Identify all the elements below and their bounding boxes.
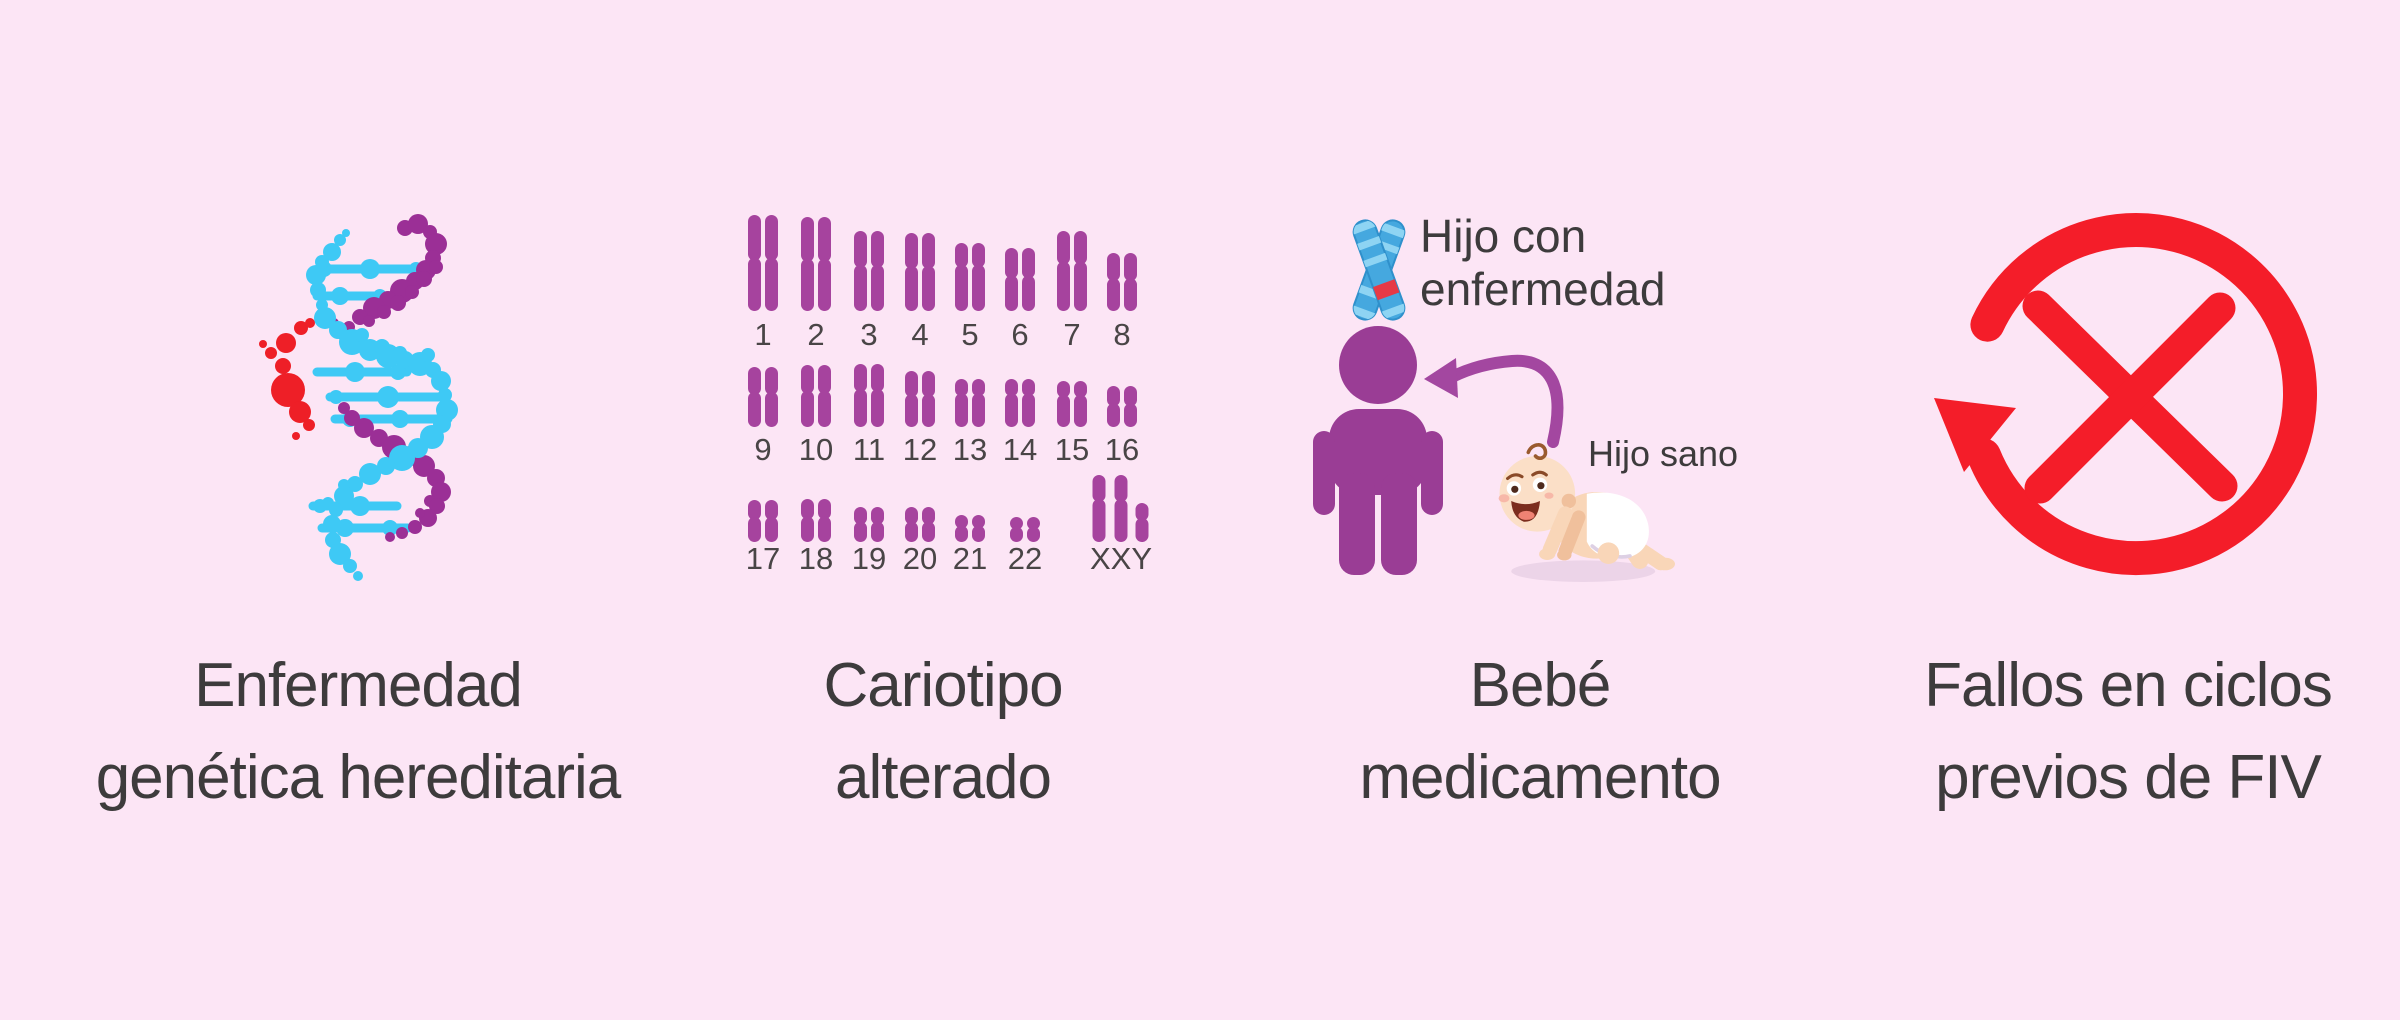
- chromosome-pair: [854, 231, 884, 311]
- chromosome-pair-label: 9: [754, 432, 771, 467]
- caption-line: genética hereditaria: [95, 743, 622, 812]
- failed-cycles-icon: [1934, 213, 2317, 576]
- chromosome-group-xxy: [1092, 475, 1149, 542]
- chromosome-pair: [1057, 381, 1087, 427]
- caption-line: Cariotipo: [823, 651, 1063, 720]
- dna-strand-cyan: [306, 229, 458, 581]
- cycle-arrow-arc: [1966, 213, 2317, 576]
- caption-line: Bebé: [1469, 651, 1612, 720]
- chromosome-pair: [1005, 248, 1035, 311]
- chromosome-pair-label: 7: [1063, 317, 1080, 352]
- caption-fallos-fiv: Fallos en ciclos previos de FIV: [1778, 640, 2400, 824]
- caption-bebe-medicamento: Bebé medicamento: [1190, 640, 1890, 824]
- chromosome-pair-label: 6: [1011, 317, 1028, 352]
- chromosome-pair-label: 14: [1003, 432, 1037, 467]
- chromosome-pair-label: 20: [903, 541, 937, 576]
- caption-line: alterado: [834, 743, 1052, 812]
- caption-line: Fallos en ciclos: [1924, 651, 2333, 720]
- label-line: enfermedad: [1420, 263, 1666, 315]
- chromosome-pair: [955, 379, 985, 427]
- chromosome-pair: [1057, 231, 1087, 311]
- dna-mutation-cluster: [259, 318, 315, 440]
- caption-line: Enfermedad: [194, 651, 523, 720]
- chromosome-pair-label: 19: [852, 541, 886, 576]
- chromosome-pair-label: 3: [860, 317, 877, 352]
- chromosome-pair-label: 22: [1008, 541, 1042, 576]
- chromosome-pair-label: 8: [1113, 317, 1130, 352]
- chromosome-pair-label: 10: [799, 432, 833, 467]
- chromosome-pair: [854, 507, 884, 542]
- chromosome-pair: [1107, 253, 1137, 311]
- healthy-baby-icon: [1498, 443, 1675, 582]
- cross-icon: [2022, 290, 2238, 504]
- affected-chromosome-icon: [1350, 218, 1407, 322]
- label-hijo-con-enfermedad: Hijo con enfermedad: [1420, 210, 1666, 316]
- chromosome-pair-label: 11: [853, 432, 885, 467]
- chromosome-pair: [854, 364, 884, 427]
- chromosome-pair: [801, 499, 831, 542]
- chromosome-pair-label: XXY: [1090, 541, 1152, 576]
- chromosome-pair: [748, 215, 778, 311]
- chromosome-pair-label: 1: [754, 317, 771, 352]
- chromosome-pair-label: 12: [903, 432, 937, 467]
- chromosome-pair-label: 2: [807, 317, 824, 352]
- chromosome-pair-label: 13: [953, 432, 987, 467]
- cycle-arrowhead: [1934, 398, 2016, 472]
- chromosome-pair: [748, 500, 778, 542]
- chromosome-pair-label: 15: [1055, 432, 1089, 467]
- chromosome-pair: [1005, 379, 1035, 427]
- chromosome-pair-label: 17: [746, 541, 780, 576]
- chromosome-pair: [955, 243, 985, 311]
- chromosome-pair: [905, 371, 935, 427]
- inheritance-arrowhead: [1424, 358, 1458, 398]
- chromosome-pair-label: 4: [911, 317, 928, 352]
- chromosome-pair: [801, 217, 831, 311]
- dna-helix-icon: [259, 214, 458, 581]
- chromosome-pair: [905, 233, 935, 311]
- savior-baby-icon: [1313, 218, 1675, 582]
- chromosome-pair-label: 21: [953, 541, 987, 576]
- chromosome-pair: [1107, 386, 1137, 427]
- parent-silhouette-icon: [1313, 326, 1443, 575]
- caption-line: medicamento: [1359, 743, 1721, 812]
- chromosome-pair: [1010, 517, 1040, 542]
- label-line: Hijo con: [1420, 210, 1587, 262]
- label-hijo-sano: Hijo sano: [1588, 433, 1739, 474]
- chromosome-pair: [801, 365, 831, 427]
- caption-cariotipo-alterado: Cariotipo alterado: [593, 640, 1293, 824]
- chromosome-pair-label: 18: [799, 541, 833, 576]
- chromosome-pair: [955, 515, 985, 542]
- inheritance-arrow: [1446, 354, 1564, 448]
- caption-enfermedad-genetica: Enfermedad genética hereditaria: [8, 640, 708, 824]
- chromosome-pair-label: 16: [1105, 432, 1139, 467]
- chromosome-pair-label: 5: [961, 317, 978, 352]
- caption-line: previos de FIV: [1935, 743, 2322, 812]
- chromosome-pair: [905, 507, 935, 542]
- chromosome-pair: [748, 367, 778, 427]
